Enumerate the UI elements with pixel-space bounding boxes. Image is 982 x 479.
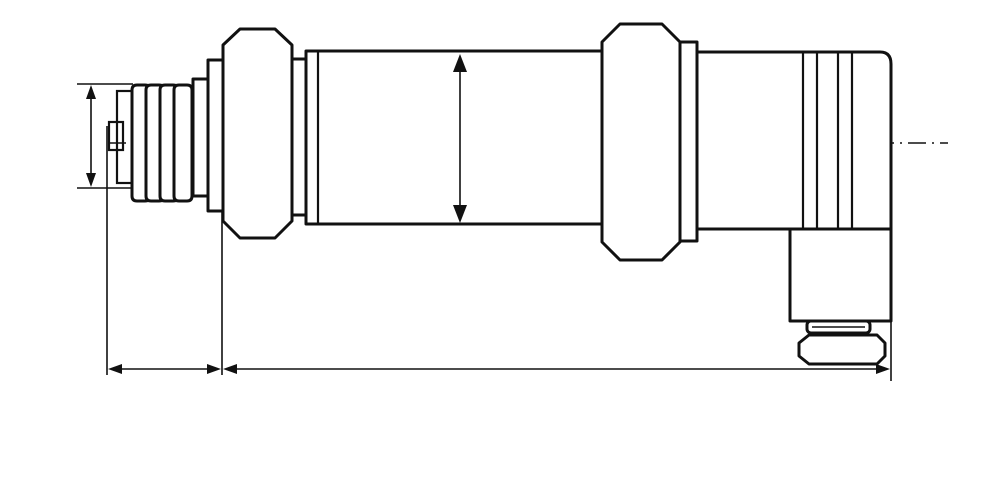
diameter-dimension xyxy=(453,54,467,223)
length-dimensions xyxy=(106,126,892,381)
hex-nut-2-washer xyxy=(678,40,699,243)
diameter-arrow-bottom xyxy=(453,205,467,223)
thread-ridge-4 xyxy=(172,83,194,203)
dim-vertical-arrow-bottom xyxy=(86,173,96,187)
rear-housing xyxy=(695,50,893,231)
main-cylinder xyxy=(304,49,605,226)
rear-housing-body xyxy=(695,50,893,231)
plug-box xyxy=(788,227,893,323)
sensor-body xyxy=(304,49,605,226)
thread-length-arrow-left xyxy=(108,364,122,374)
connector-diameter-dimension xyxy=(77,83,133,189)
dim-vertical-arrow-top xyxy=(86,85,96,99)
body-length-arrow-right xyxy=(876,364,890,374)
nut-collar xyxy=(290,57,308,217)
plug-cable-nut xyxy=(797,333,887,366)
connector-hex-nut xyxy=(206,27,308,240)
hex-nut-2-body xyxy=(600,22,682,262)
hex-nut-body xyxy=(221,27,294,240)
thread-tip xyxy=(107,120,125,152)
diameter-arrow-top xyxy=(453,54,467,72)
thread-length-arrow-right xyxy=(207,364,221,374)
threaded-connector xyxy=(107,77,211,203)
plug-connector xyxy=(788,227,893,366)
body-hex-nut xyxy=(600,22,699,262)
body-length-arrow-left xyxy=(223,364,237,374)
